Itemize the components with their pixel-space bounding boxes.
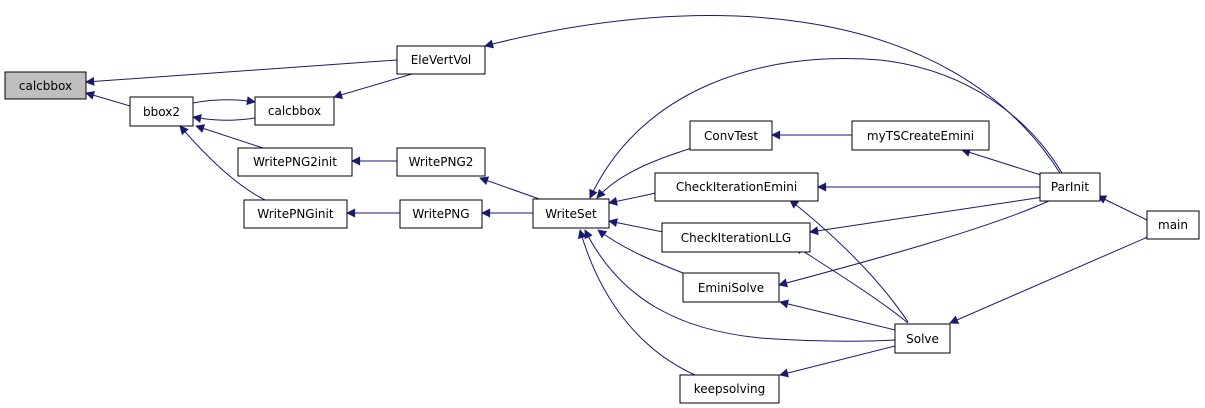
node-elevertvol-box (396, 45, 486, 75)
node-writepnginit[interactable]: WritePNGinit (243, 199, 348, 229)
node-calcbbox-root[interactable]: calcbbox (4, 71, 87, 100)
edge-solve-to-eminisolve (779, 299, 896, 331)
node-calcbbox-root-label: calcbbox (19, 79, 72, 93)
node-eminisolve-box (682, 272, 780, 303)
node-writepng[interactable]: WritePNG (399, 199, 483, 229)
node-main[interactable]: main (1146, 210, 1200, 240)
node-keepsolving-box (679, 374, 780, 404)
node-elevertvol-label: EleVertVol (411, 53, 472, 67)
node-bbox2[interactable]: bbox2 (129, 96, 194, 127)
edge-calcbbox-inner-to-bbox2 (192, 114, 256, 123)
node-calcbbox-inner-box (254, 96, 335, 126)
node-calcbbox-root-box (4, 71, 87, 100)
node-writepng-label: WritePNG (412, 207, 469, 221)
edge-eminisolve-to-writeset (597, 229, 689, 276)
edge-elevertvol-to-calcbbox (85, 59, 398, 86)
edge-writeset-to-writepng2 (479, 176, 546, 202)
node-parinit[interactable]: ParInit (1039, 172, 1101, 202)
edge-parinit-to-mytscreateemini (961, 148, 1045, 177)
node-keepsolving[interactable]: keepsolving (679, 374, 780, 404)
edge-convtest-to-writeset (596, 146, 696, 199)
node-elevertvol[interactable]: EleVertVol (396, 45, 486, 75)
node-mytscreateemini-box (851, 120, 990, 151)
node-mytscreateemini[interactable]: myTSCreateEmini (851, 120, 990, 151)
edge-solve-to-checkiterationllg (794, 245, 909, 324)
edge-parinit-to-eminisolve (778, 199, 1052, 288)
node-checkiterationemini-box (654, 172, 819, 202)
node-checkiterationllg[interactable]: CheckIterationLLG (661, 222, 811, 253)
node-parinit-label: ParInit (1051, 180, 1089, 194)
node-checkiterationllg-label: CheckIterationLLG (681, 231, 791, 245)
edge-parinit-to-writeset (589, 58, 1063, 199)
edge-parinit-to-checkiterationllg (809, 195, 1051, 236)
edge-checkiterationemini-to-writeset (608, 192, 657, 206)
edge-writepng2init-to-bbox2 (195, 124, 264, 149)
node-solve-box (894, 323, 951, 354)
node-bbox2-label: bbox2 (143, 105, 180, 119)
edge-elevertvol-to-calcbbox-inner (333, 73, 413, 100)
node-writeset[interactable]: WriteSet (532, 198, 610, 229)
edge-bbox2-to-calcbbox (85, 90, 131, 107)
node-writeset-label: WriteSet (545, 207, 597, 221)
node-writepng2[interactable]: WritePNG2 (396, 147, 486, 177)
node-parinit-box (1039, 172, 1101, 202)
node-calcbbox-inner-label: calcbbox (268, 104, 321, 118)
node-checkiterationemini[interactable]: CheckIterationEmini (654, 172, 819, 202)
edge-solve-to-checkiterationemini (789, 199, 909, 323)
node-writepng2-label: WritePNG2 (409, 155, 474, 169)
node-checkiterationemini-label: CheckIterationEmini (676, 180, 797, 194)
node-keepsolving-label: keepsolving (694, 382, 766, 396)
edge-solve-to-writeset (584, 229, 896, 342)
node-main-label: main (1158, 218, 1188, 232)
edge-checkiterationllg-to-writeset (608, 218, 664, 233)
node-mytscreateemini-label: myTSCreateEmini (867, 129, 974, 143)
node-solve-label: Solve (906, 332, 939, 346)
node-calcbbox-inner[interactable]: calcbbox (254, 96, 335, 126)
node-solve[interactable]: Solve (894, 323, 951, 354)
node-writepnginit-label: WritePNGinit (257, 207, 333, 221)
edge-main-to-solve (949, 235, 1151, 324)
node-convtest[interactable]: ConvTest (689, 120, 773, 151)
node-convtest-box (689, 120, 773, 151)
node-convtest-label: ConvTest (704, 129, 758, 143)
node-bbox2-box (129, 96, 194, 127)
edge-writepnginit-to-bbox2 (179, 125, 266, 201)
node-writepng2init-box (237, 147, 353, 177)
node-main-box (1146, 210, 1200, 240)
edge-solve-to-keepsolving (779, 345, 896, 378)
node-writepng-box (399, 199, 483, 229)
node-checkiterationllg-box (661, 222, 811, 253)
node-writepng2init[interactable]: WritePNG2init (237, 147, 353, 177)
edge-parinit-to-main (1097, 195, 1148, 221)
node-eminisolve[interactable]: EminiSolve (682, 272, 780, 303)
node-writepng2-box (396, 147, 486, 177)
edge-keepsolving-to-writeset (577, 229, 696, 376)
node-writepng2init-label: WritePNG2init (253, 155, 337, 169)
node-writeset-box (532, 198, 610, 229)
edge-bbox2-to-calcbbox-inner (192, 96, 256, 106)
node-writepnginit-box (243, 199, 348, 229)
node-eminisolve-label: EminiSolve (698, 281, 764, 295)
